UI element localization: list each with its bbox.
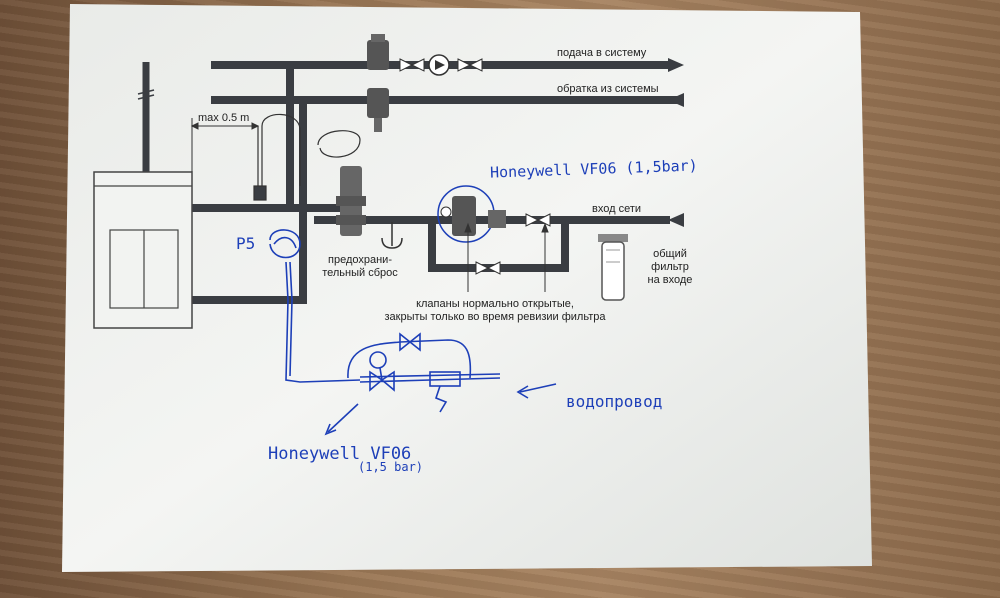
inlet-label: вход сети — [592, 203, 642, 215]
inlet-filter-label-line1: общий — [653, 248, 687, 260]
supply-label: подача в систему — [557, 47, 647, 59]
max-length-dimension — [190, 118, 260, 172]
p5-note: P5 — [236, 234, 256, 253]
inlet-filter-label: общий фильтр на входе — [640, 248, 700, 287]
supply-arrow — [668, 58, 684, 72]
valve-note-leaders — [464, 222, 549, 292]
inlet-filter-label-line2: фильтр — [651, 261, 689, 273]
p5-circle — [269, 229, 301, 259]
valves-note-line1: клапаны нормально открытые, — [416, 298, 574, 310]
expansion-line — [253, 113, 361, 201]
water-main-note: водопровод — [566, 392, 663, 411]
boiler — [93, 171, 193, 329]
return-label: обратка из системы — [557, 83, 659, 95]
valves-note: клапаны нормально открытые, закрыты толь… — [370, 298, 620, 324]
blue-pipe — [285, 261, 361, 383]
inlet-filter-icon — [598, 234, 628, 301]
handwritten-sketch — [269, 229, 557, 436]
relief-label-line1: предохрани- — [328, 254, 392, 266]
relief-label-line2: тельный сброс — [322, 267, 398, 279]
relief-label: предохрани- тельный сброс — [315, 254, 405, 280]
valves-note-line2: закрыты только во время ревизии фильтра — [384, 311, 606, 323]
safety-group — [336, 166, 403, 249]
return-arrow — [668, 93, 684, 107]
paper-sheet — [62, 4, 872, 572]
inlet-arrow — [668, 213, 684, 227]
supply-fittings — [367, 34, 483, 132]
pressure-bottom-note: (1,5 bar) — [358, 460, 424, 474]
inlet-filter-label-line3: на входе — [647, 274, 693, 286]
filter-group — [437, 185, 551, 275]
honeywell-bottom-note: Honeywell VF06 — [268, 444, 412, 464]
max-length-label: max 0.5 m — [198, 112, 250, 124]
